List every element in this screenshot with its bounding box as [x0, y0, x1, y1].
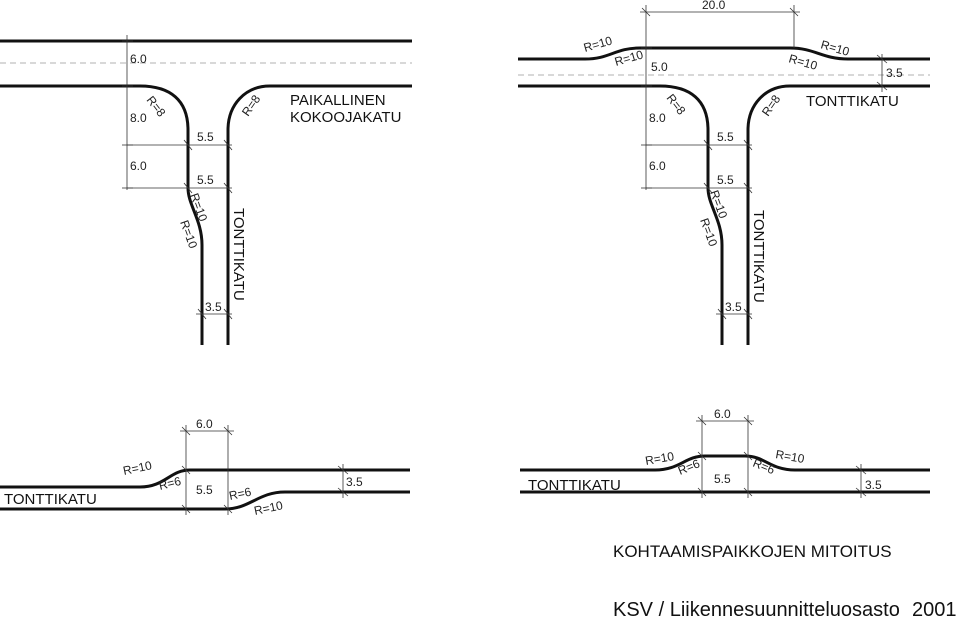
dimension-tick: [743, 139, 753, 151]
radius-label: R=6: [228, 485, 253, 503]
dim-label: 5.0: [651, 60, 668, 74]
dim-label: 5.5: [717, 173, 734, 187]
dimension-tick: [717, 308, 727, 320]
dimension-tick: [743, 416, 753, 426]
dimension-tick: [703, 139, 713, 151]
dimension-tick: [181, 465, 191, 475]
dimension-tick: [855, 487, 867, 497]
dim-label: 3.5: [725, 300, 742, 314]
dimension-tick: [697, 416, 707, 426]
dim-label: 8.0: [130, 111, 147, 125]
dimension-tick: [743, 487, 753, 497]
panel-tr: 20.0 5.0 3.5 8.0 6.0 5.5 5.5 3.5 R=10 R=…: [518, 0, 930, 345]
dimension-tick: [703, 182, 713, 194]
dim-label: 20.0: [702, 0, 726, 12]
dim-label: 6.0: [714, 407, 731, 421]
dimension-tick: [183, 182, 193, 194]
radius-label: R=10: [774, 447, 805, 466]
radius-label: R=10: [787, 51, 819, 73]
dimension-tick: [223, 504, 233, 514]
street-label: TONTTIKATU: [750, 210, 767, 303]
dim-label: 8.0: [649, 111, 666, 125]
dim-label: 6.0: [130, 159, 147, 173]
dimension-tick: [641, 7, 651, 17]
dim-label: 3.5: [886, 66, 903, 80]
street-label: TONTTIKATU: [4, 491, 97, 508]
radius-label: R=8: [144, 93, 169, 119]
dimension-tick: [743, 451, 753, 461]
dim-label: 5.5: [196, 483, 213, 497]
radius-label: R=10: [122, 458, 154, 478]
radius-label: R=8: [664, 91, 689, 117]
road-edge: [520, 454, 930, 472]
dimension-tick: [197, 308, 207, 320]
dim-label: 3.5: [865, 478, 882, 492]
dim-label: 5.5: [714, 472, 731, 486]
dim-label: 6.0: [649, 159, 666, 173]
road-edge: [518, 84, 724, 345]
dimension-tick: [223, 182, 233, 194]
street-label: TONTTIKATU: [806, 93, 899, 110]
road-edge: [746, 84, 930, 345]
diagram-title: KOHTAAMISPAIKKOJEN MITOITUS: [613, 542, 892, 561]
road-edge: [518, 46, 930, 61]
road-edge: [0, 490, 410, 511]
dimension-tick: [337, 487, 349, 497]
dimension-tick: [855, 465, 867, 475]
street-label: TONTTIKATU: [230, 208, 247, 301]
dimension-tick: [337, 465, 349, 475]
dimension-tick: [743, 308, 753, 320]
dimension-tick: [223, 426, 233, 436]
dimension-tick: [743, 182, 753, 194]
dim-label: 6.0: [130, 52, 147, 66]
radius-label: R=10: [644, 449, 675, 468]
dimension-tick: [181, 426, 191, 436]
radius-label: R=10: [582, 33, 614, 55]
dimension-tick: [223, 308, 233, 320]
panel-tl: 6.0 8.0 6.0 5.5 5.5 3.5 R=8 R=8 R=10 R=1…: [0, 35, 412, 345]
dimension-tick: [789, 7, 799, 17]
dim-label: 5.5: [717, 130, 734, 144]
road-edge: [0, 468, 410, 489]
radius-label: R=6: [676, 456, 702, 477]
radius-label: R=6: [157, 474, 182, 493]
street-label: PAIKALLINEN: [290, 92, 386, 109]
dimension-tick: [181, 504, 191, 514]
dimension-tick: [697, 451, 707, 461]
year-text: 2001: [912, 599, 957, 621]
dimension-tick: [183, 139, 193, 151]
credit-text: KSV / Liikennesuunnitteluosasto: [613, 599, 900, 621]
dimension-tick: [876, 54, 888, 64]
dimension-tick: [697, 487, 707, 497]
dim-label: 5.5: [197, 173, 214, 187]
road-edge: [226, 84, 412, 345]
dimension-tick: [876, 81, 888, 91]
panel-br: 6.0 5.5 3.5 R=10 R=6 R=6 R=10 TONTTIKATU: [520, 407, 930, 498]
street-label: TONTTIKATU: [528, 477, 621, 494]
dim-label: 6.0: [196, 417, 213, 431]
dim-label: 5.5: [197, 130, 214, 144]
dimension-tick: [223, 139, 233, 151]
panel-bl: 6.0 5.5 3.5 R=10 R=6 R=6 R=10 TONTTIKATU: [0, 417, 410, 518]
road-edge: [0, 84, 204, 345]
dim-label: 3.5: [205, 300, 222, 314]
dim-label: 3.5: [346, 475, 363, 489]
street-label: KOKOOJAKATU: [290, 109, 401, 126]
radius-label: R=10: [253, 498, 285, 518]
radius-label: R=6: [751, 456, 777, 477]
